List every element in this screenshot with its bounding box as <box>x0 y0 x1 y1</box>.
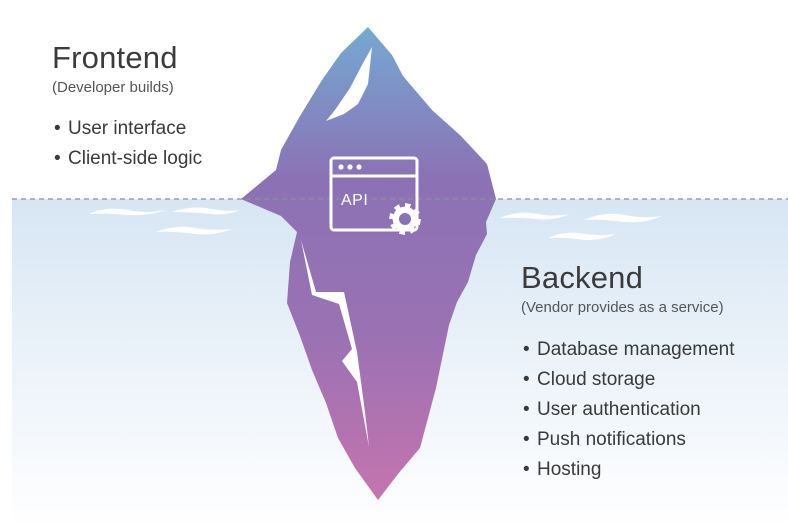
list-item: Cloud storage <box>521 365 735 395</box>
backend-title: Backend <box>521 260 644 295</box>
backend-subtitle: (Vendor provides as a service) <box>521 299 724 316</box>
waves-right <box>500 212 662 241</box>
list-item: User interface <box>52 114 202 144</box>
list-item: Database management <box>521 335 735 365</box>
waves-left <box>88 207 240 235</box>
frontend-list: User interface Client-side logic <box>52 114 202 174</box>
list-item: Push notifications <box>521 425 735 455</box>
list-item: Client-side logic <box>52 144 202 174</box>
api-window-icon: API <box>329 156 419 232</box>
iceberg <box>241 27 496 500</box>
iceberg-highlight-top <box>326 47 372 121</box>
list-item: Hosting <box>521 455 735 485</box>
gear-icon <box>389 203 421 235</box>
frontend-section: Frontend (Developer builds) User interfa… <box>52 42 202 174</box>
api-label: API <box>341 192 368 209</box>
backend-list: Database management Cloud storage User a… <box>521 335 735 485</box>
gear-hole <box>399 213 411 225</box>
frontend-subtitle: (Developer builds) <box>52 79 174 96</box>
frontend-title: Frontend <box>52 40 178 75</box>
list-item: User authentication <box>521 395 735 425</box>
backend-section: Backend (Vendor provides as a service) D… <box>521 262 735 485</box>
